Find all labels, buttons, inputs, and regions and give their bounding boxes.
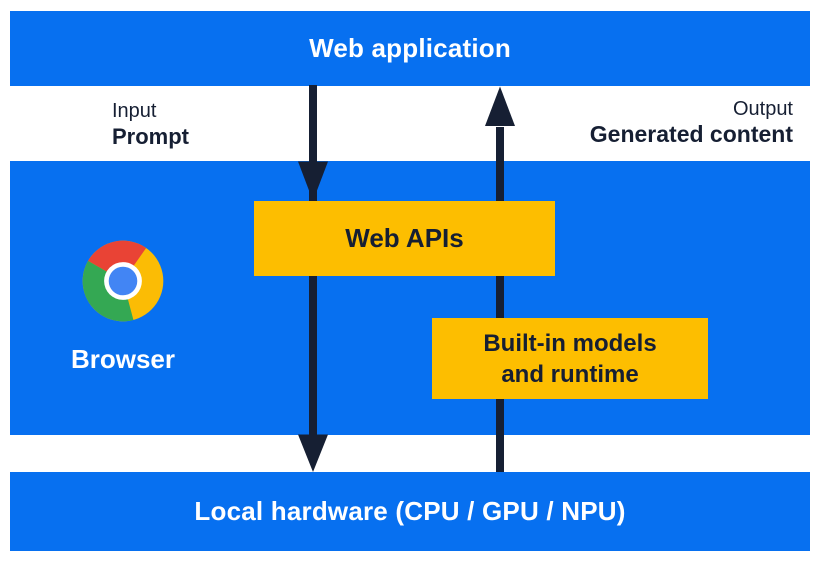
output-value: Generated content (589, 121, 793, 147)
web-apis-box: Web APIs (254, 201, 555, 276)
input-label-group: Input Prompt (112, 99, 189, 150)
built-in-models-label-line1: Built-in models (483, 329, 657, 357)
browser-label: Browser (70, 344, 176, 374)
output-title: Output (732, 98, 793, 120)
chrome-logo-icon (82, 240, 164, 322)
local-hardware-bar: Local hardware (CPU / GPU / NPU) (10, 472, 810, 551)
local-hardware-label: Local hardware (CPU / GPU / NPU) (194, 496, 626, 526)
input-value: Prompt (112, 124, 189, 149)
web-application-label: Web application (309, 33, 511, 63)
input-title: Input (112, 100, 157, 122)
web-apis-label: Web APIs (345, 223, 464, 253)
output-label-group: Output Generated content (590, 97, 793, 148)
built-in-models-box: Built-in models and runtime (432, 318, 708, 399)
web-application-bar: Web application (10, 11, 810, 86)
built-in-models-label-line2: and runtime (501, 360, 639, 388)
